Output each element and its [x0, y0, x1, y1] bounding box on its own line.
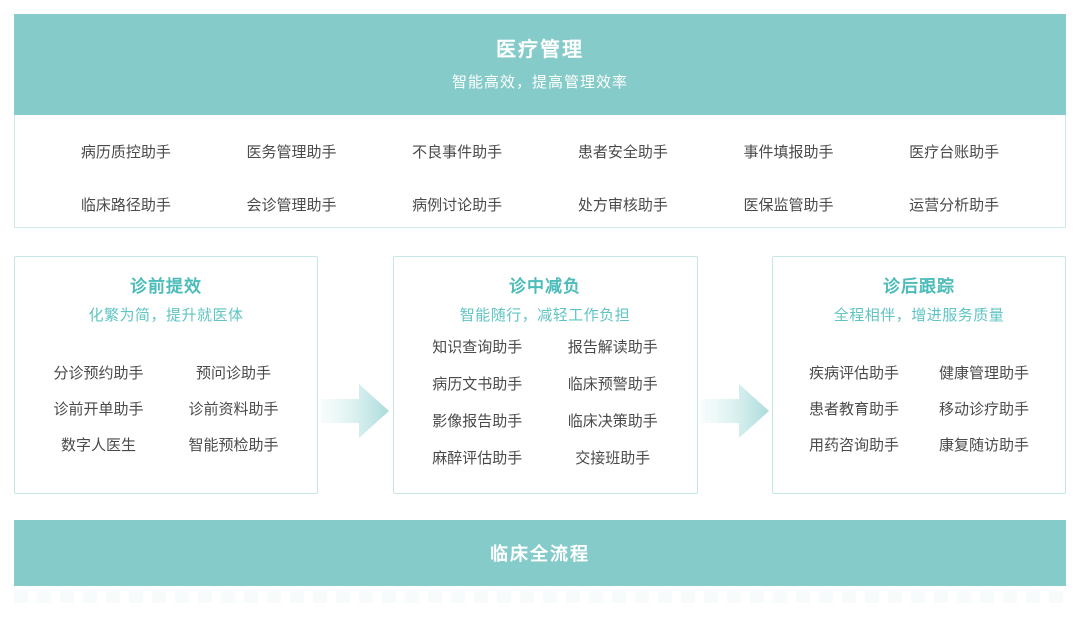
bottom-bar: 临床全流程: [14, 520, 1066, 586]
stage-item: 麻醉评估助手: [432, 450, 523, 467]
assistant-item: 患者安全助手: [577, 144, 668, 161]
infographic-frame: 医疗管理 智能高效，提高管理效率 病历质控助手 医务管理助手 不良事件助手 患者…: [14, 0, 1066, 603]
assistant-item: 医疗台账助手: [909, 144, 1000, 161]
stage-subtitle: 全程相伴，增进服务质量: [833, 307, 1005, 324]
stage-item: 智能预检助手: [188, 437, 279, 454]
flow-arrow-gap: [698, 256, 773, 494]
banner-title: 医疗管理: [496, 38, 584, 61]
stage-item: 影像报告助手: [432, 413, 523, 430]
stage-item: 临床预警助手: [567, 376, 658, 393]
stage-item: 预问诊助手: [195, 365, 271, 382]
assistant-item: 会诊管理助手: [246, 197, 337, 214]
stage-title: 诊后跟踪: [883, 277, 955, 296]
clinical-stage-row: 诊前提效 化繁为简，提升就医体 分诊预约助手 预问诊助手 诊前开单助手 诊前资料…: [14, 256, 1066, 494]
stage-item-list: 知识查询助手 报告解读助手 病历文书助手 临床预警助手 影像报告助手 临床决策助…: [394, 339, 697, 468]
assistant-item: 事件填报助手: [743, 144, 834, 161]
arrow-right-icon: [700, 384, 769, 438]
stage-item: 诊前资料助手: [188, 401, 279, 418]
management-assistants-panel: 病历质控助手 医务管理助手 不良事件助手 患者安全助手 事件填报助手 医疗台账助…: [14, 115, 1066, 228]
stage-item-list: 分诊预约助手 预问诊助手 诊前开单助手 诊前资料助手 数字人医生 智能预检助手: [15, 365, 317, 455]
arrow-right-icon: [321, 384, 390, 438]
stage-title: 诊前提效: [130, 277, 202, 296]
stage-box-in-visit: 诊中减负 智能随行，减轻工作负担 知识查询助手 报告解读助手 病历文书助手 临床…: [392, 256, 698, 494]
stage-box-pre-visit: 诊前提效 化繁为简，提升就医体 分诊预约助手 预问诊助手 诊前开单助手 诊前资料…: [14, 256, 318, 494]
stage-item: 患者教育助手: [808, 401, 899, 418]
assistant-item: 医保监管助手: [743, 197, 834, 214]
flow-arrow-gap: [318, 256, 393, 494]
stage-item: 健康管理助手: [938, 365, 1029, 382]
stage-item: 报告解读助手: [567, 339, 658, 356]
stage-item: 交接班助手: [575, 450, 651, 467]
stage-item: 知识查询助手: [432, 339, 523, 356]
stage-box-post-visit: 诊后跟踪 全程相伴，增进服务质量 疾病评估助手 健康管理助手 患者教育助手 移动…: [772, 256, 1066, 494]
top-banner: 医疗管理 智能高效，提高管理效率: [14, 14, 1066, 115]
assistant-item: 运营分析助手: [909, 197, 1000, 214]
assistant-item: 不良事件助手: [412, 144, 503, 161]
banner-subtitle: 智能高效，提高管理效率: [451, 73, 628, 91]
stage-item: 康复随访助手: [938, 437, 1029, 454]
stage-item: 病历文书助手: [432, 376, 523, 393]
stage-item: 疾病评估助手: [808, 365, 899, 382]
assistant-item: 医务管理助手: [246, 144, 337, 161]
stage-subtitle: 智能随行，减轻工作负担: [459, 307, 631, 324]
assistant-item: 病历质控助手: [80, 144, 171, 161]
stage-subtitle: 化繁为简，提升就医体: [88, 307, 244, 324]
stage-item: 分诊预约助手: [53, 365, 144, 382]
stage-item: 数字人医生: [60, 437, 136, 454]
assistant-item: 病例讨论助手: [412, 197, 503, 214]
stage-item: 临床决策助手: [567, 413, 658, 430]
assistant-item: 处方审核助手: [577, 197, 668, 214]
watermark-strip: [14, 591, 1066, 603]
stage-item: 诊前开单助手: [53, 401, 144, 418]
bottom-bar-label: 临床全流程: [490, 544, 590, 564]
stage-item: 移动诊疗助手: [938, 401, 1029, 418]
stage-item-list: 疾病评估助手 健康管理助手 患者教育助手 移动诊疗助手 用药咨询助手 康复随访助…: [773, 365, 1065, 455]
assistant-item: 临床路径助手: [80, 197, 171, 214]
stage-item: 用药咨询助手: [808, 437, 899, 454]
stage-title: 诊中减负: [509, 277, 581, 296]
